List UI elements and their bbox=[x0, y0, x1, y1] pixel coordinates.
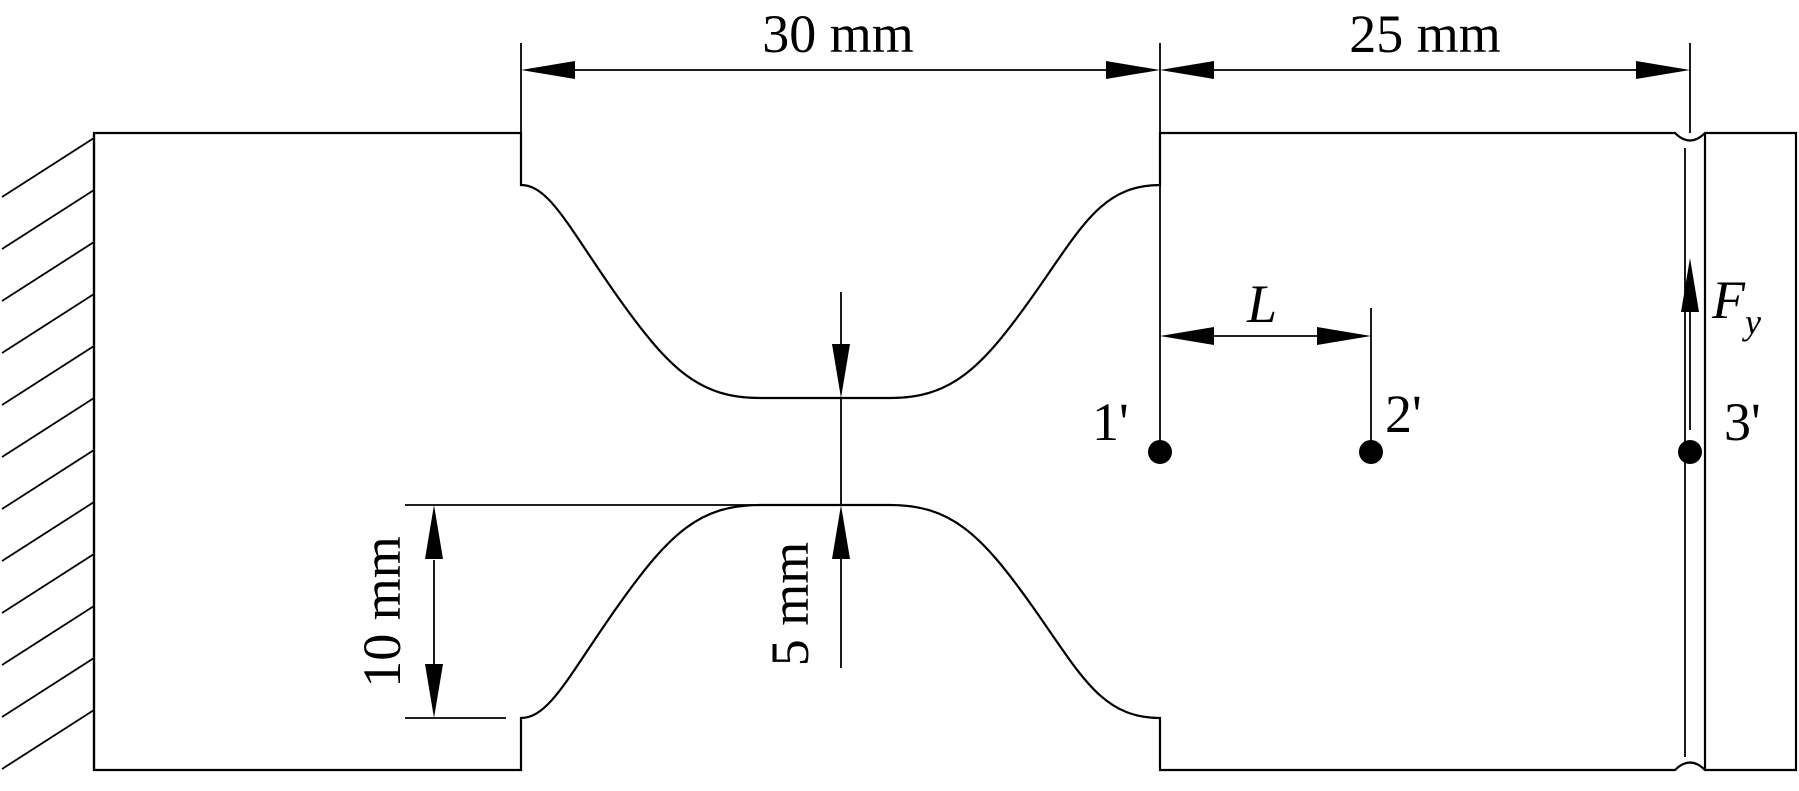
point-1-dot bbox=[1148, 440, 1172, 464]
label-30mm: 30 mm bbox=[762, 4, 914, 64]
dimension-L: L bbox=[1159, 133, 1372, 450]
label-L: L bbox=[1246, 274, 1277, 334]
specimen-outline bbox=[92, 131, 1798, 772]
point-1: 1' bbox=[1092, 392, 1172, 464]
dimension-30mm: 30 mm bbox=[520, 4, 1161, 133]
label-5mm: 5 mm bbox=[760, 542, 820, 667]
label-25mm: 25 mm bbox=[1349, 4, 1501, 64]
point-3-dot bbox=[1678, 440, 1702, 464]
point-2-dot bbox=[1359, 440, 1383, 464]
force-subscript: y bbox=[1742, 302, 1761, 342]
force-arrow: Fy bbox=[1681, 258, 1761, 430]
point-2-label: 2' bbox=[1385, 384, 1422, 444]
point-3: 3' bbox=[1678, 392, 1761, 464]
point-3-label: 3' bbox=[1724, 392, 1761, 452]
force-label: Fy bbox=[1711, 270, 1761, 342]
wall-hatching bbox=[1, 137, 95, 770]
dimension-5mm: 5 mm bbox=[760, 292, 850, 668]
force-symbol: F bbox=[1711, 270, 1746, 330]
point-1-label: 1' bbox=[1092, 392, 1129, 452]
fixed-support bbox=[1, 133, 96, 770]
point-2: 2' bbox=[1359, 384, 1422, 464]
dimension-10mm: 10 mm bbox=[352, 504, 760, 719]
label-10mm: 10 mm bbox=[352, 536, 412, 688]
dimension-25mm: 25 mm bbox=[1160, 4, 1691, 133]
